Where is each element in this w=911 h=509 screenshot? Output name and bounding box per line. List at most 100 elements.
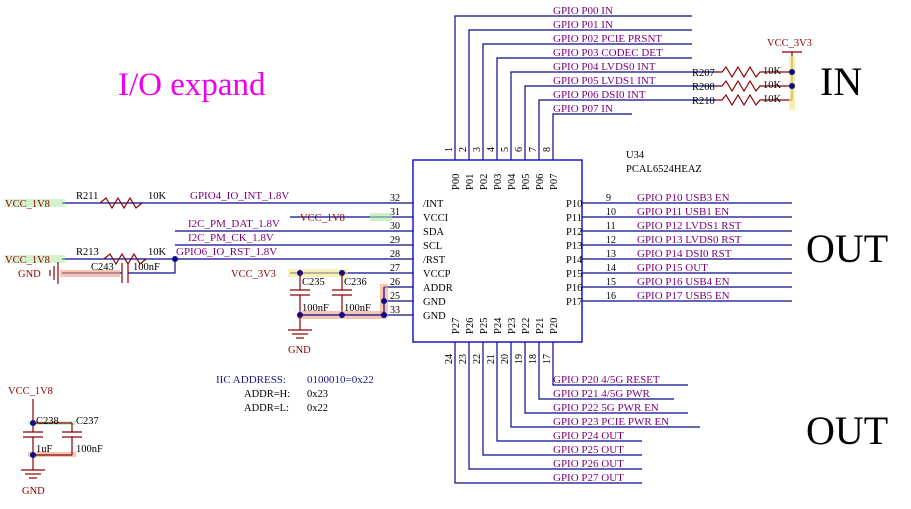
left-pin-number: 25 xyxy=(390,291,400,302)
r207-ref: R207 xyxy=(692,68,715,79)
p1-pin-number: 14 xyxy=(606,263,616,274)
left-pin-number: 26 xyxy=(390,277,400,288)
p0-pin-name: P02 xyxy=(479,174,490,190)
r213-resistor xyxy=(103,252,147,266)
r213-value: 10K xyxy=(148,247,167,258)
p1-pin-name: P14 xyxy=(566,255,583,266)
p2-wires xyxy=(454,342,700,484)
addr-low-label: ADDR=L: xyxy=(244,403,289,414)
p0-pin-name: P06 xyxy=(535,174,546,190)
p0-net-label: GPIO P00 IN xyxy=(553,5,613,17)
p0-pin-number: 4 xyxy=(486,147,497,152)
c235-value: 100nF xyxy=(302,303,329,314)
r208-value: 10K xyxy=(763,80,782,91)
p0-net-label: GPIO P02 PCIE PRSNT xyxy=(553,33,662,45)
left-pin-number: 30 xyxy=(390,221,400,232)
p0-net-label: GPIO P03 CODEC DET xyxy=(553,47,663,59)
p1-net-label: GPIO P11 USB1 EN xyxy=(637,206,729,218)
p2-pin-number: 18 xyxy=(528,354,539,364)
r210-ref: R210 xyxy=(692,96,715,107)
p0-pin-number: 3 xyxy=(472,147,483,152)
left-pin-name: SCL xyxy=(423,241,442,252)
left-pin-number: 27 xyxy=(390,263,400,274)
p0-net-label: GPIO P04 LVDS0 INT xyxy=(553,61,656,73)
p2-pin-name: P21 xyxy=(535,318,546,334)
p1-pin-number: 9 xyxy=(606,193,611,204)
diagram-title: I/O expand xyxy=(118,67,266,103)
ic-ref: U34 xyxy=(626,150,645,161)
p2-pin-name: P26 xyxy=(465,318,476,334)
c238-value: 1uF xyxy=(36,444,53,455)
r208-ref: R208 xyxy=(692,82,715,93)
p0-pin-number: 1 xyxy=(444,147,455,152)
p0-pin-number: 2 xyxy=(458,147,469,152)
vcc-1v8-r213: VCC_1V8 xyxy=(5,255,50,266)
p1-net-label: GPIO P14 DSI0 RST xyxy=(637,248,732,260)
p1-pin-number: 16 xyxy=(606,291,616,302)
p1-pin-name: P12 xyxy=(566,227,582,238)
p1-pin-name: P16 xyxy=(566,283,582,294)
highlight-int xyxy=(5,199,65,207)
p2-pin-name: P20 xyxy=(549,318,560,334)
gnd-label-mid: GND xyxy=(288,345,311,356)
junction-dot xyxy=(172,256,178,262)
junction-dot xyxy=(789,83,795,89)
p2-net-label: GPIO P22 5G PWR EN xyxy=(553,402,659,414)
p1-pin-name: P15 xyxy=(566,269,582,280)
p0-pin-name: P01 xyxy=(465,174,476,190)
r207-value: 10K xyxy=(763,66,782,77)
junction-dot xyxy=(339,312,345,318)
p2-pin-number: 17 xyxy=(542,354,553,364)
p1-pin-name: P13 xyxy=(566,241,582,252)
p2-net-label: GPIO P26 OUT xyxy=(553,458,624,470)
left-pin-labels: 32/INT31VCCI30SDA29SCL28/RST27VCCP26ADDR… xyxy=(390,193,453,322)
p0-pin-name: P00 xyxy=(451,174,462,190)
p0-net-label: GPIO P07 IN xyxy=(553,103,613,115)
left-pin-number: 32 xyxy=(390,193,400,204)
p2-pin-name: P24 xyxy=(493,317,504,334)
c237-ref: C237 xyxy=(76,416,99,427)
left-pin-number: 28 xyxy=(390,249,400,260)
p0-pin-name: P07 xyxy=(549,174,560,190)
p2-pin-number: 23 xyxy=(458,354,469,364)
p2-net-label: GPIO P24 OUT xyxy=(553,430,624,442)
r211-value: 10K xyxy=(148,191,167,202)
p0-pin-number: 8 xyxy=(542,147,553,152)
highlight-vcci xyxy=(370,213,392,221)
c236-ref: C236 xyxy=(344,277,367,288)
ic-part: PCAL6524HEAZ xyxy=(626,164,702,175)
p1-pin-name: P11 xyxy=(566,213,582,224)
gnd-label-left: GND xyxy=(18,269,41,280)
p0-net-label: GPIO P01 IN xyxy=(553,19,613,31)
c243-ref: C243 xyxy=(91,262,114,273)
p2-pin-name: P23 xyxy=(507,318,518,334)
p2-pin-name: P25 xyxy=(479,318,490,334)
addr-high-label: ADDR=H: xyxy=(244,389,290,400)
p2-pin-name: P22 xyxy=(521,318,532,334)
p2-net-label: GPIO P20 4/5G RESET xyxy=(553,374,660,386)
gnd-label-bottom: GND xyxy=(22,486,45,497)
highlight-rst xyxy=(5,255,65,263)
junction-dot xyxy=(30,452,36,458)
vcc-3v3-label-top: VCC_3V3 xyxy=(767,38,812,49)
p2-net-label: GPIO P23 PCIE PWR EN xyxy=(553,416,669,428)
junction-dot xyxy=(381,312,387,318)
r211-ref: R211 xyxy=(76,191,98,202)
c238-ref: C238 xyxy=(36,416,59,427)
c235-c236-caps xyxy=(290,273,352,315)
vcc-1v8-decouple: VCC_1V8 xyxy=(8,386,53,397)
label-out-bottom: OUT xyxy=(806,408,888,453)
junction-dot xyxy=(789,69,795,75)
c238-c237-caps xyxy=(21,399,82,479)
p0-pin-name: P04 xyxy=(507,173,518,190)
p0-net-label: GPIO P05 LVDS1 INT xyxy=(553,75,656,87)
ic-u34-body xyxy=(412,159,583,343)
net-rst: GPIO6_IO_RST_1.8V xyxy=(176,246,277,258)
p0-pin-number: 6 xyxy=(514,147,525,152)
p1-pin-name: P10 xyxy=(566,199,582,210)
p0-pin-name: P03 xyxy=(493,174,504,190)
left-pin-name: GND xyxy=(423,297,446,308)
